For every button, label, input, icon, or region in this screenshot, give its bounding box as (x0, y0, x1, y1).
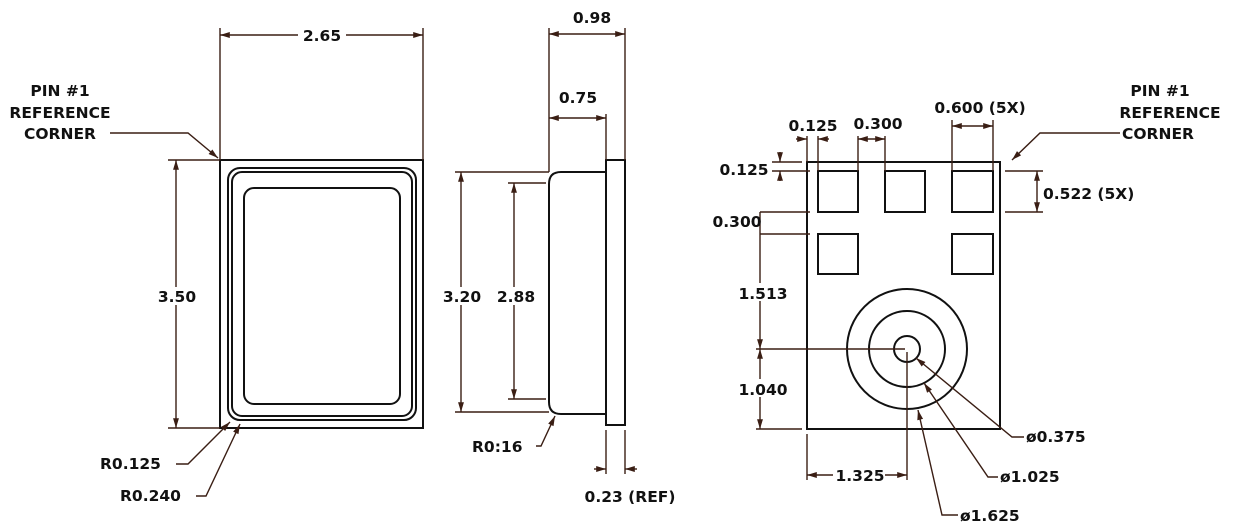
inner-radius-label: R0.125 (100, 455, 161, 473)
pad-height-label: 0.522 (5X) (1043, 185, 1134, 203)
pad (951, 233, 994, 275)
lid-outer-edge (227, 167, 417, 421)
pin1-label-line1: PIN #1 (30, 82, 89, 100)
pad (951, 170, 994, 213)
row-gap-label: 0.300 (712, 213, 761, 231)
edge-x-label: 0.125 (788, 117, 837, 135)
dia-small-label: ø0.375 (1026, 428, 1086, 446)
pad-gap-label: 0.300 (853, 115, 902, 133)
edge-y-label: 0.125 (719, 161, 768, 179)
side-radius-label: R0:16 (472, 438, 523, 456)
side-view: 0.98 0.75 3.20 2.88 R0:16 0.23 (REF) (442, 9, 675, 506)
total-thickness-label: 0.98 (573, 9, 611, 27)
front-view: 2.65 3.50 PIN #1 REFERENCE CORNER R0.125… (9, 26, 424, 505)
pin1-bottom-label-line2: REFERENCE (1119, 104, 1220, 122)
bottom-view: 0.125 0.300 0.600 (5X) 0.125 0.300 1.513… (712, 82, 1220, 525)
flange-outline (605, 159, 626, 426)
pad-width-label: 0.600 (5X) (934, 99, 1025, 117)
center-y-upper-label: 1.513 (738, 285, 787, 303)
pin1-bottom-label-line1: PIN #1 (1130, 82, 1189, 100)
package-outline-bottom (806, 161, 1001, 430)
dia-mid-label: ø1.025 (1000, 468, 1060, 486)
center-y-lower-label: 1.040 (738, 381, 787, 399)
window-height-label: 2.88 (497, 288, 535, 306)
lid-inner-edge (231, 171, 413, 417)
pin1-bottom-label-line3: CORNER (1122, 125, 1194, 143)
body-height-label: 3.20 (443, 288, 481, 306)
width-label: 2.65 (303, 27, 341, 45)
body-thickness-label: 0.75 (559, 89, 597, 107)
body-outline (548, 171, 607, 415)
dia-large-label: ø1.625 (960, 507, 1020, 525)
pin1-leader (110, 132, 219, 159)
pin1-bottom-leader (1011, 132, 1120, 161)
outer-radius-label: R0.240 (120, 487, 181, 505)
pin1-label-line2: REFERENCE (9, 104, 110, 122)
window-outline (243, 187, 401, 405)
pin1-label-line3: CORNER (24, 125, 96, 143)
pad (884, 170, 926, 213)
center-x-label: 1.325 (835, 467, 884, 485)
height-label: 3.50 (158, 288, 196, 306)
pad (817, 233, 859, 275)
package-outline (219, 159, 424, 429)
flange-label: 0.23 (REF) (585, 488, 676, 506)
pad (817, 170, 859, 213)
